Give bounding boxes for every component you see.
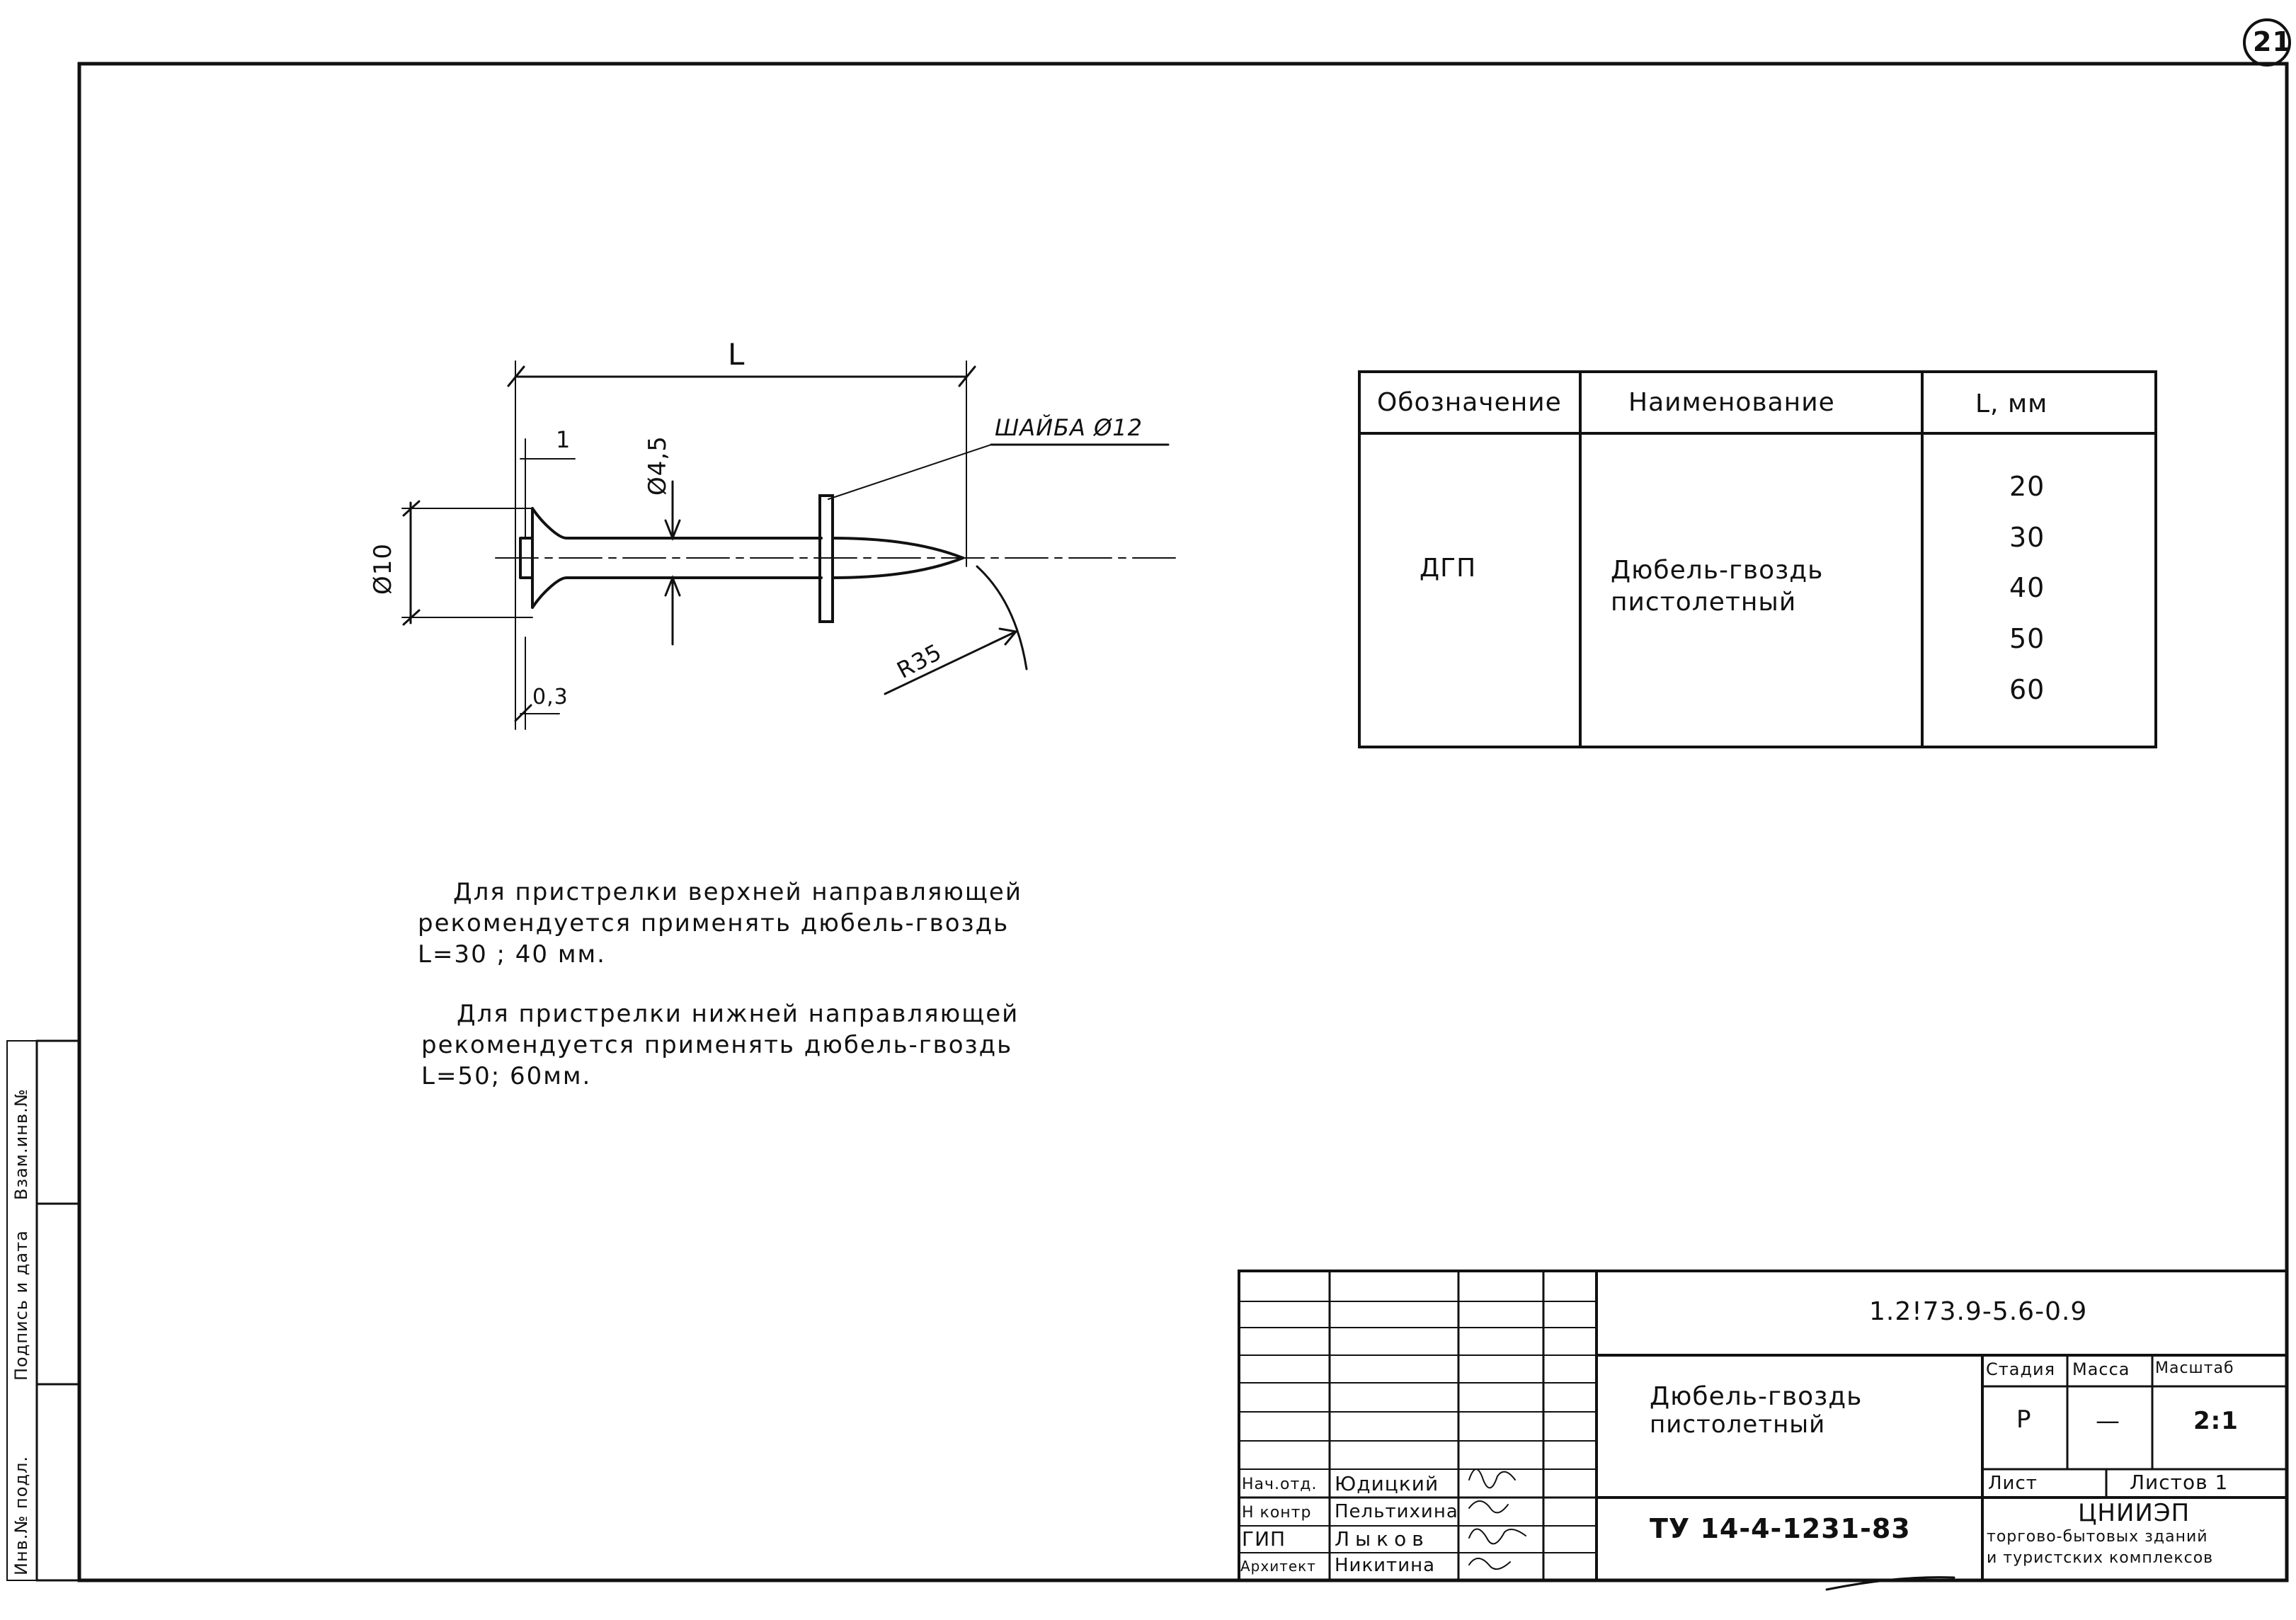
sheets-label: Листов 1 bbox=[2130, 1471, 2229, 1494]
spec-length-value: 50 bbox=[2009, 623, 2045, 654]
dim-washer: ШАЙБА Ø12 bbox=[995, 414, 1143, 441]
note-line: Для пристрелки нижней направляющей bbox=[457, 1000, 1020, 1028]
sheet-frame bbox=[77, 62, 2289, 1582]
scale-value: 2:1 bbox=[2193, 1407, 2239, 1435]
spec-name-line2: пистолетный bbox=[1611, 588, 1797, 617]
dim-head-diameter: Ø10 bbox=[369, 542, 397, 595]
note-lower-guide: Для пристрелки нижней направляющей реком… bbox=[421, 998, 1019, 1092]
title-block-grid bbox=[1238, 1270, 2288, 1582]
sheet-label: Лист bbox=[1988, 1473, 2038, 1494]
note-line: рекомендуется применять дюбель-гвоздь bbox=[421, 1031, 1013, 1059]
staff-role: Н контр bbox=[1242, 1504, 1312, 1522]
dowel-nail-drawing bbox=[401, 360, 1176, 730]
note-line: рекомендуется применять дюбель-гвоздь bbox=[418, 909, 1010, 937]
staff-role: Нач.отд. bbox=[1242, 1476, 1318, 1493]
staff-name: Лыков bbox=[1335, 1527, 1429, 1551]
spec-table-grid bbox=[1358, 370, 2157, 748]
dim-head-gap: 0,3 bbox=[532, 685, 569, 709]
staff-role: Архитект bbox=[1240, 1558, 1316, 1575]
note-line: L=50; 60мм. bbox=[421, 1062, 592, 1090]
spec-designation: ДГП bbox=[1420, 554, 1477, 583]
spec-length-value: 60 bbox=[2009, 674, 2045, 705]
dim-shank-diameter: Ø4,5 bbox=[644, 435, 672, 496]
spec-length-value: 30 bbox=[2009, 522, 2045, 553]
mass-value: — bbox=[2096, 1407, 2120, 1435]
note-line: Для пристрелки верхней направляющей bbox=[453, 878, 1022, 906]
spec-header-designation: Обозначение bbox=[1377, 388, 1562, 417]
staff-role: ГИП bbox=[1242, 1527, 1286, 1551]
org-name: ЦНИИЭП bbox=[2078, 1499, 2191, 1527]
sheet-number-circle bbox=[2243, 18, 2291, 67]
stage-label: Стадия bbox=[1986, 1359, 2056, 1379]
sheet-number: 21 bbox=[2253, 26, 2292, 57]
dim-head-thickness: 1 bbox=[556, 426, 571, 453]
staff-name: Пельтихина bbox=[1335, 1501, 1458, 1522]
doc-standard: ТУ 14-4-1231-83 bbox=[1650, 1513, 1911, 1544]
signature-scribbles bbox=[1468, 1468, 1526, 1570]
mass-label: Масса bbox=[2072, 1359, 2130, 1379]
doc-code: 1.2!73.9-5.6-0.9 bbox=[1869, 1297, 2088, 1326]
dim-length: L bbox=[728, 337, 746, 372]
note-upper-guide: Для пристрелки верхней направляющей реко… bbox=[418, 877, 1022, 970]
staff-name: Юдицкий bbox=[1335, 1472, 1439, 1495]
stage-value: Р bbox=[2016, 1405, 2032, 1434]
doc-title-line2: пистолетный bbox=[1650, 1410, 1826, 1439]
note-line: L=30 ; 40 мм. bbox=[418, 940, 606, 969]
spec-header-length: L, мм bbox=[1975, 389, 2048, 418]
spec-length-value: 40 bbox=[2009, 572, 2045, 603]
side-label-inv-no: Инв.№ подл. bbox=[11, 1456, 31, 1575]
spec-length-value: 20 bbox=[2009, 471, 2045, 502]
side-label-replacement-inv: Взам.инв.№ bbox=[11, 1088, 31, 1200]
spec-name-line1: Дюбель-гвоздь bbox=[1611, 556, 1824, 585]
staff-name: Никитина bbox=[1335, 1555, 1436, 1576]
spec-header-name: Наименование bbox=[1628, 388, 1835, 417]
org-line3: и туристских комплексов bbox=[1987, 1549, 2214, 1567]
scale-label: Масштаб bbox=[2155, 1359, 2234, 1377]
side-label-signature-date: Подпись и дата bbox=[11, 1230, 31, 1381]
org-line2: торгово-бытовых зданий bbox=[1987, 1528, 2208, 1546]
doc-title-line1: Дюбель-гвоздь bbox=[1650, 1382, 1863, 1411]
